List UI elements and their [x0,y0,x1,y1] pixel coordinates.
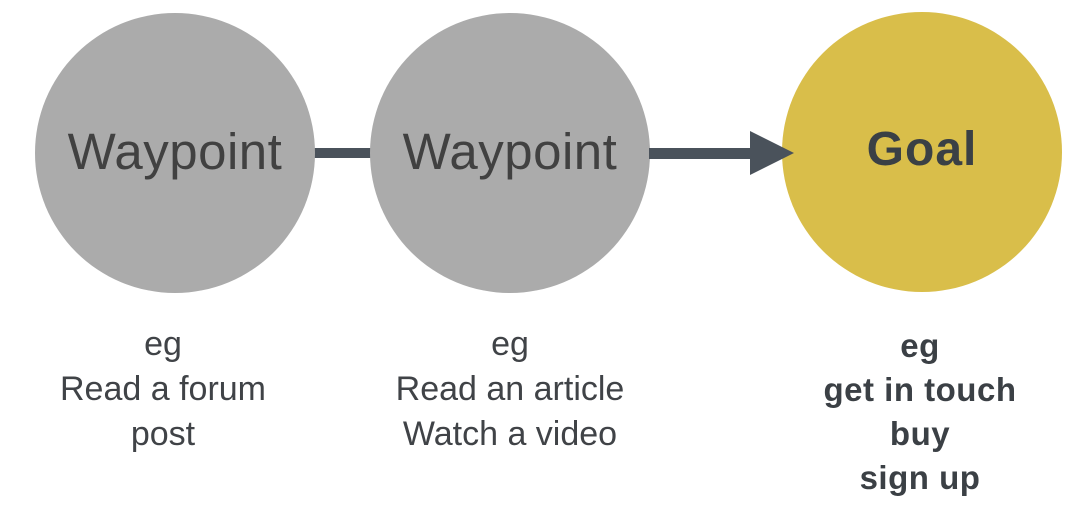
caption-line: post [130,415,196,453]
caption-line: get in touch [823,371,1017,408]
waypoint-1-caption: eg Read a forum post [23,322,303,457]
waypoint-2-circle: Waypoint [370,13,650,293]
caption-line: sign up [859,459,981,496]
connector-line [312,148,374,158]
caption-line: buy [889,415,951,452]
arrow-line [649,148,753,159]
goal-circle: Goal [782,12,1062,292]
waypoint-1-circle: Waypoint [35,13,315,293]
caption-line: Read an article [395,370,625,408]
caption-line: Watch a video [402,415,618,453]
waypoint-2-caption: eg Read an article Watch a video [370,322,650,457]
waypoint-2-label: Waypoint [402,122,618,180]
caption-line: eg [900,327,940,364]
caption-line: Read a forum [60,370,266,408]
caption-line: eg [491,325,529,363]
arrow-head-icon [750,131,794,175]
caption-line: eg [144,325,182,363]
waypoint-1-label: Waypoint [67,122,283,180]
goal-label: Goal [866,123,978,176]
goal-caption: eg get in touch buy sign up [778,324,1062,500]
